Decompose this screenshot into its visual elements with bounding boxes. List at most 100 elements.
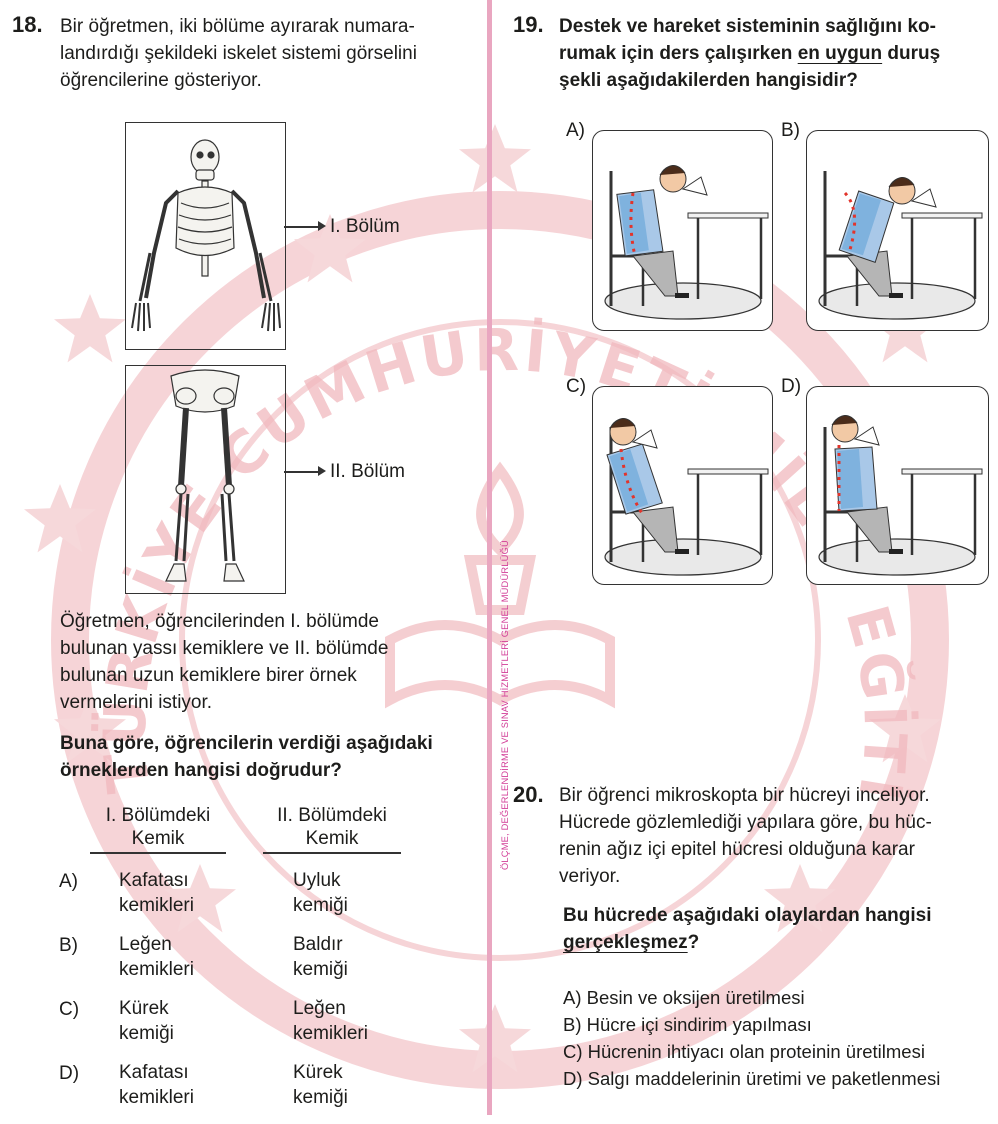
q19-emphasis-text: en uygun	[797, 43, 883, 64]
option-text: Kürek	[293, 1062, 343, 1083]
option-col1: Kafatası kemikleri	[119, 1060, 194, 1110]
q18-options: A) Kafatası kemikleri Uyluk kemiği B) Leğe…	[56, 868, 476, 1124]
option-text: kemiği	[293, 1087, 348, 1108]
q20-question-line: Bu hücrede aşağıdaki olaylardan hangisi	[563, 905, 932, 926]
arrow-head-icon	[318, 466, 326, 476]
watermark-star-icon	[54, 294, 126, 363]
q19-stem-line: Destek ve hareket sisteminin sağlığını k…	[559, 16, 936, 37]
posture-card-a[interactable]	[592, 130, 773, 331]
option-letter: C)	[59, 999, 80, 1020]
option-text: Leğen	[293, 998, 346, 1019]
q20-options: A) Besin ve oksijen üretilmesi B) Hücre …	[563, 984, 993, 1092]
q20-stem-line: Hücrede gözlemlediği yapılara göre, bu h…	[559, 812, 932, 833]
col2-header-line: Kemik	[305, 828, 359, 849]
q19-option-b-letter: B)	[781, 120, 800, 141]
posture-card-b[interactable]	[806, 130, 989, 331]
q20-option-a[interactable]: A) Besin ve oksijen üretilmesi	[563, 987, 805, 1008]
q18-body-line: vermelerini istiyor.	[60, 692, 213, 713]
q20-emphasis-text: gerçekleşmez	[563, 932, 688, 953]
arrow-line-2	[284, 471, 322, 473]
option-text: Kafatası	[119, 870, 189, 891]
option-text: Kafatası	[119, 1062, 189, 1083]
q19-stem-text: rumak için ders çalışırken	[559, 43, 798, 64]
posture-card-c[interactable]	[592, 386, 773, 585]
posture-card-d[interactable]	[806, 386, 989, 585]
option-text: Kürek	[119, 998, 169, 1019]
skeleton-lower-figure	[125, 365, 286, 594]
option-letter: B)	[59, 935, 78, 956]
option-col2: Uyluk kemiği	[293, 868, 348, 918]
q18-stem-line: Bir öğretmen, iki bölüme ayırarak numara…	[60, 16, 415, 37]
option-text: kemiği	[293, 959, 348, 980]
col2-header-line: II. Bölümdeki	[277, 805, 387, 826]
q20-stem-line: veriyor.	[559, 866, 621, 887]
q20-question-text: ?	[687, 932, 700, 953]
q18-question-line: Buna göre, öğrencilerin verdiği aşağıdak…	[60, 733, 433, 754]
q19-number: 19.	[513, 12, 544, 37]
q18-number: 18.	[12, 12, 43, 37]
q20-question: Bu hücrede aşağıdaki olaylardan hangisi …	[563, 902, 993, 956]
option-col2: Leğen kemikleri	[293, 996, 368, 1046]
q18-option-d[interactable]: D) Kafatası kemikleri Kürek kemiği	[56, 1060, 476, 1124]
q19-option-c-letter: C)	[566, 376, 587, 397]
q20-stem: Bir öğrenci mikroskopta bir hücreyi ince…	[559, 782, 989, 890]
posture-d-illustration	[818, 415, 983, 576]
watermark-star-icon	[459, 124, 531, 193]
posture-b-illustration	[818, 171, 983, 320]
q20-option-d[interactable]: D) Salgı maddelerinin üretimi ve paketle…	[563, 1068, 941, 1089]
q19-stem-text: duruş	[882, 43, 941, 64]
column-divider	[487, 0, 492, 1115]
skeleton-upper-figure	[125, 122, 286, 350]
watermark-star-icon	[23, 484, 96, 553]
q19-stem: Destek ve hareket sisteminin sağlığını k…	[559, 13, 989, 94]
q20-question-line: gerçekleşmez?	[563, 929, 993, 956]
option-letter: D)	[59, 1063, 80, 1084]
q19-option-d-letter: D)	[781, 376, 802, 397]
col1-header-line: I. Bölümdeki	[105, 805, 211, 826]
col1-underline	[90, 852, 226, 854]
q19-stem-line: rumak için ders çalışırken en uygun duru…	[559, 40, 989, 67]
q20-option-b[interactable]: B) Hücre içi sindirim yapılması	[563, 1014, 812, 1035]
q18-body-line: bulunan uzun kemiklere birer örnek	[60, 665, 357, 686]
q19-option-a-letter: A)	[566, 120, 585, 141]
arrow-line-1	[284, 226, 322, 228]
option-letter: A)	[59, 871, 78, 892]
posture-a-illustration	[604, 165, 769, 320]
option-text: Uyluk	[293, 870, 341, 891]
q19-stem-line: şekli aşağıdakilerden hangisidir?	[559, 70, 858, 91]
option-col2: Kürek kemiği	[293, 1060, 348, 1110]
q18-body-line: Öğretmen, öğrencilerinden I. bölümde	[60, 611, 379, 632]
col1-header: I. Bölümdeki Kemik	[90, 804, 226, 850]
q18-question: Buna göre, öğrencilerin verdiği aşağıdak…	[60, 730, 490, 784]
label-bolum-2: II. Bölüm	[330, 461, 405, 482]
option-col2: Baldır kemiği	[293, 932, 348, 982]
q20-number: 20.	[513, 782, 544, 807]
label-bolum-1: I. Bölüm	[330, 216, 400, 237]
q18-question-line: örneklerden hangisi doğrudur?	[60, 760, 342, 781]
option-text: Baldır	[293, 934, 343, 955]
q20-option-c[interactable]: C) Hücrenin ihtiyacı olan proteinin üret…	[563, 1041, 925, 1062]
q18-body-line: bulunan yassı kemiklere ve II. bölümde	[60, 638, 389, 659]
q18-stem-line: landırdığı şekildeki iskelet sistemi gör…	[60, 43, 417, 64]
posture-c-illustration	[604, 418, 769, 576]
arrow-head-icon	[318, 221, 326, 231]
option-text: kemikleri	[293, 1023, 368, 1044]
option-text: kemikleri	[119, 895, 194, 916]
option-text: kemikleri	[119, 1087, 194, 1108]
q18-stem: Bir öğretmen, iki bölüme ayırarak numara…	[60, 13, 480, 94]
col2-header: II. Bölümdeki Kemik	[263, 804, 401, 850]
q18-body: Öğretmen, öğrencilerinden I. bölümde bul…	[60, 608, 480, 716]
col2-underline	[263, 852, 401, 854]
q20-stem-line: renin ağız içi epitel hücresi olduğuna k…	[559, 839, 915, 860]
option-text: kemikleri	[119, 959, 194, 980]
option-text: kemiği	[293, 895, 348, 916]
q18-option-a[interactable]: A) Kafatası kemikleri Uyluk kemiği	[56, 868, 476, 932]
lower-skeleton-illustration	[165, 369, 245, 582]
col1-header-line: Kemik	[131, 828, 185, 849]
upper-skeleton-illustration	[131, 139, 281, 332]
option-col1: Kafatası kemikleri	[119, 868, 194, 918]
